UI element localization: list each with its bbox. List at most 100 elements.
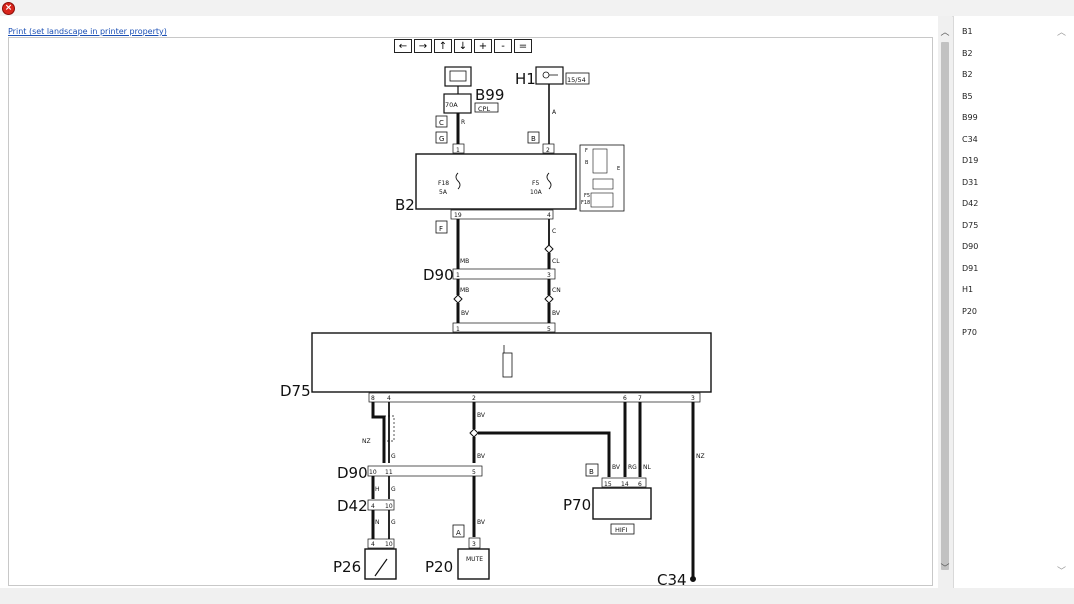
wire-label: BV — [612, 464, 621, 471]
p70-label: P70 — [563, 496, 591, 514]
list-item[interactable]: B5 — [962, 91, 973, 101]
list-item[interactable]: D19 — [962, 156, 979, 165]
zoom-out-button[interactable]: - — [494, 39, 512, 53]
pin-label: 7 — [638, 395, 642, 402]
zoom-reset-button[interactable]: = — [514, 39, 532, 53]
scrollbar-thumb[interactable] — [941, 42, 949, 570]
tag-b: B — [589, 468, 594, 476]
fuse-f18-rating: 5A — [439, 189, 448, 196]
wire-label: MB — [460, 287, 469, 294]
wire-label: CL — [552, 258, 560, 265]
tag-b: B — [531, 135, 536, 143]
p70-hifi-box — [592, 487, 652, 520]
wire-label: R — [461, 119, 465, 126]
pin-label: 14 — [621, 481, 629, 488]
p20-mute-box — [457, 548, 490, 580]
list-item[interactable]: P70 — [962, 328, 978, 337]
chevron-down-icon[interactable]: ﹀ — [1057, 567, 1067, 577]
list-item[interactable]: B1 — [962, 27, 973, 36]
list-item[interactable]: P20 — [962, 306, 978, 316]
wire-label: G — [391, 486, 396, 493]
pin-label: 4 — [387, 395, 391, 402]
list-item[interactable]: B99 — [962, 113, 978, 122]
list-item[interactable]: D90 — [962, 242, 979, 251]
p20-label: P20 — [425, 558, 453, 576]
battery-symbol — [444, 66, 472, 87]
wire-label: N — [375, 519, 380, 526]
tag-c: C — [439, 119, 444, 127]
diagram-scrollbar[interactable]: ︿ ﹀ — [938, 16, 952, 588]
inset-label: F — [585, 148, 588, 154]
wire-label: BV — [461, 310, 470, 317]
b99-fuse-rating: 70A — [445, 101, 458, 109]
ignition-key-symbol — [535, 66, 564, 85]
pin-label: 10 — [385, 541, 393, 548]
pin-label: 3 — [547, 272, 551, 279]
list-item[interactable]: B2 — [962, 48, 973, 58]
status-bar — [0, 588, 1074, 604]
wire-label: G — [391, 519, 396, 526]
wire-label: G — [391, 453, 396, 460]
print-link[interactable]: Print (set landscape in printer property… — [8, 27, 167, 36]
fuse-location-inset — [579, 144, 625, 212]
pin-label: 2 — [472, 395, 476, 402]
c34-label: C34 — [657, 571, 687, 585]
pin-label: 5 — [472, 469, 476, 476]
h1-code: 15/54 — [567, 76, 586, 84]
pan-up-button[interactable]: ↑ — [434, 39, 452, 53]
d90-label: D90 — [337, 464, 368, 482]
wire-label: BV — [477, 412, 486, 419]
chevron-up-icon[interactable]: ︿ — [1057, 28, 1067, 38]
pin-label: 1 — [456, 326, 460, 333]
wire-label: BV — [552, 310, 561, 317]
wire-label: MB — [460, 258, 469, 265]
p20-mute-label: MUTE — [466, 556, 483, 563]
wiring-diagram: 70A B99 CPL H1 15/54 C G B R A 1 2 F18 5… — [280, 66, 712, 585]
list-item[interactable]: C34 — [962, 134, 978, 144]
b99-label: B99 — [475, 86, 504, 104]
component-list: B1 B2 B2 B5 B99 C34 D19 D31 D42 D75 D90 … — [962, 25, 978, 348]
wire-label: CN — [552, 287, 561, 294]
list-item[interactable]: D42 — [962, 199, 979, 208]
pin-label: 19 — [454, 212, 462, 219]
fuse-f5-label: F5 — [532, 180, 539, 187]
pin-label: 6 — [623, 395, 627, 402]
wire-label: A — [552, 109, 557, 116]
p70-hifi-label: HIFI — [615, 526, 628, 534]
pan-right-button[interactable]: → — [414, 39, 432, 53]
list-item[interactable]: D31 — [962, 177, 979, 187]
list-item[interactable]: B2 — [962, 70, 973, 79]
phone-icon — [502, 352, 513, 378]
pin-label: 8 — [371, 395, 375, 402]
list-item[interactable]: D75 — [962, 220, 979, 230]
zoom-in-button[interactable]: + — [474, 39, 492, 53]
wire-label: NZ — [696, 453, 705, 460]
fuse-f5-rating: 10A — [530, 189, 543, 196]
pin-label: 4 — [371, 541, 375, 548]
fuse-f18-label: F18 — [438, 180, 449, 187]
d90-label: D90 — [423, 266, 454, 284]
close-icon[interactable]: × — [2, 2, 15, 15]
pin-label: 3 — [472, 541, 476, 548]
pin-label: 5 — [547, 326, 551, 333]
pin-label: 15 — [604, 481, 612, 488]
chevron-up-icon[interactable]: ︿ — [940, 28, 950, 38]
pin-label: 2 — [546, 147, 550, 154]
pin-label: 4 — [371, 503, 375, 510]
wire-label: BV — [477, 453, 486, 460]
p26-microphone-box — [364, 548, 397, 580]
list-item[interactable]: H1 — [962, 285, 974, 294]
inset-label: B — [585, 160, 589, 166]
pan-left-button[interactable]: ← — [394, 39, 412, 53]
d42-label: D42 — [337, 497, 368, 515]
chevron-down-icon[interactable]: ﹀ — [940, 564, 950, 574]
pan-down-button[interactable]: ↓ — [454, 39, 472, 53]
pin-label: 10 — [369, 469, 377, 476]
diagram-toolbar: ← → ↑ ↓ + - = — [394, 39, 532, 53]
wire-label: NL — [643, 464, 651, 471]
list-item[interactable]: D91 — [962, 263, 979, 273]
wiring-diagram-viewport[interactable]: 70A B99 CPL H1 15/54 C G B R A 1 2 F18 5… — [8, 37, 933, 586]
p26-label: P26 — [333, 558, 361, 576]
inset-label: F5 — [584, 193, 590, 199]
tag-f: F — [439, 225, 443, 233]
